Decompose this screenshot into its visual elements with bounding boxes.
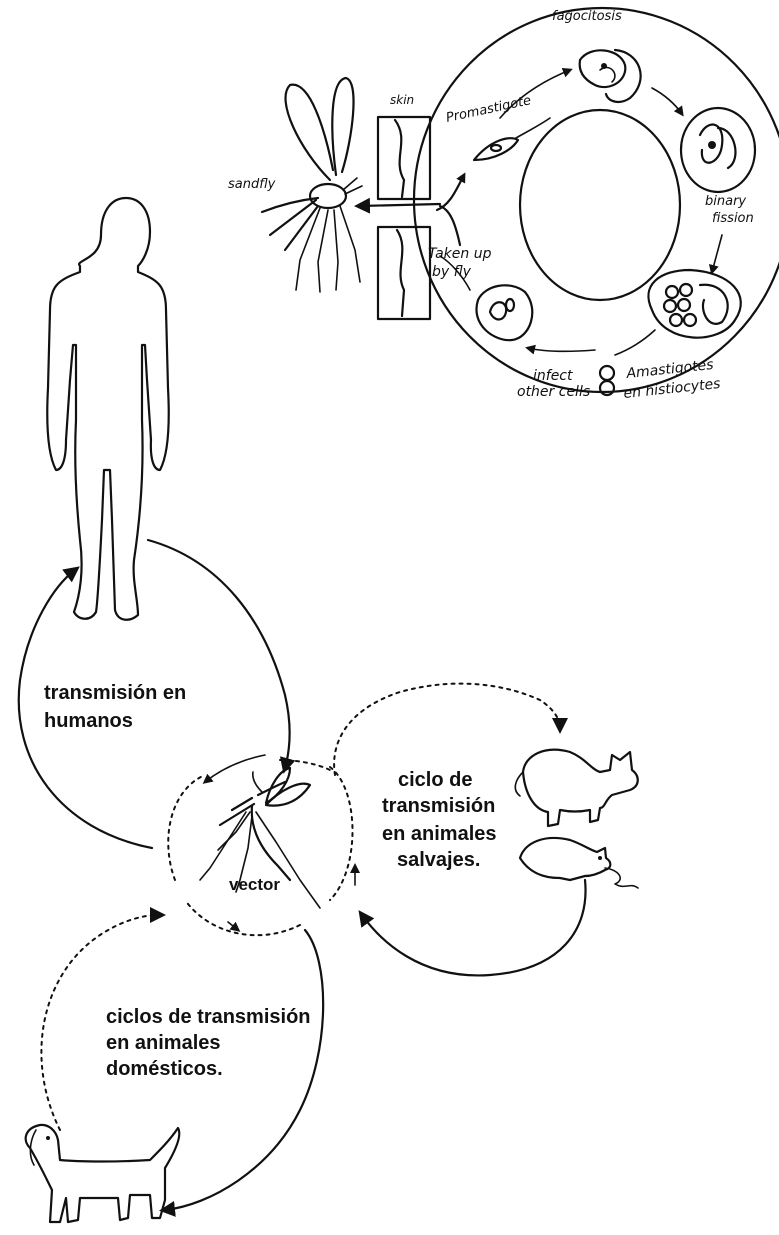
domestic-dog-icon bbox=[26, 1125, 180, 1222]
arrow-reinfection bbox=[528, 348, 595, 351]
parasite-lifecycle: skin sandfly Promastigote fagocitosis bi… bbox=[228, 8, 779, 402]
label-taken-up: Taken up bbox=[428, 246, 492, 262]
arrow-to-amastigotes bbox=[712, 235, 722, 272]
label-domestic-line3: domésticos. bbox=[106, 1058, 223, 1080]
label-by-fly: by fly bbox=[432, 264, 472, 280]
label-humans-line1: transmisión en bbox=[44, 682, 186, 704]
infected-cell-icon bbox=[476, 285, 532, 340]
label-domestic-line1: ciclos de transmisión bbox=[106, 1006, 311, 1028]
sandfly-icon bbox=[262, 78, 362, 292]
label-fagocitosis: fagocitosis bbox=[552, 9, 622, 24]
arrow-amastigotes-release bbox=[615, 330, 655, 355]
arrow-taken-up bbox=[440, 206, 460, 245]
label-binary: binary bbox=[705, 194, 746, 209]
amastigote-cell-icon bbox=[648, 270, 740, 338]
label-promastigote: Promastigote bbox=[445, 93, 533, 126]
label-other-cells: other cells bbox=[517, 384, 590, 400]
vector-cycle-ring bbox=[168, 760, 352, 935]
human-figure-icon bbox=[47, 198, 168, 620]
label-vector: vector bbox=[229, 875, 280, 894]
label-infect: infect bbox=[533, 368, 573, 384]
label-sandfly: sandfly bbox=[228, 177, 276, 192]
phagocytosis-cell-icon bbox=[580, 50, 641, 102]
arrow-into-vector-top bbox=[205, 755, 265, 782]
arrow-to-division bbox=[652, 88, 682, 114]
label-skin: skin bbox=[390, 93, 414, 107]
label-wild-line3: en animales bbox=[382, 823, 497, 845]
wild-animal-fox-icon bbox=[515, 750, 637, 826]
promastigote-icon bbox=[474, 118, 550, 160]
label-domestic-line2: en animales bbox=[106, 1032, 221, 1054]
arrow-fly-to-skin bbox=[360, 204, 440, 206]
arrow-human-to-vector bbox=[148, 540, 290, 768]
label-wild-line4: salvajes. bbox=[397, 849, 480, 871]
label-wild-line2: transmisión bbox=[382, 795, 495, 817]
arrow-into-vector-bottom bbox=[228, 922, 238, 930]
label-humans-line2: humanos bbox=[44, 710, 133, 732]
arrow-skin-to-promastigote bbox=[437, 175, 464, 210]
arrow-vector-to-human bbox=[19, 570, 152, 848]
lifecycle-inner-ring bbox=[520, 110, 680, 300]
binary-fission-cell-icon bbox=[681, 108, 755, 192]
label-wild-line1: ciclo de bbox=[398, 769, 472, 791]
label-fission: fission bbox=[712, 211, 754, 226]
wild-animal-rat-icon bbox=[520, 838, 638, 888]
arrow-wild-animals-to-vector bbox=[362, 880, 586, 975]
